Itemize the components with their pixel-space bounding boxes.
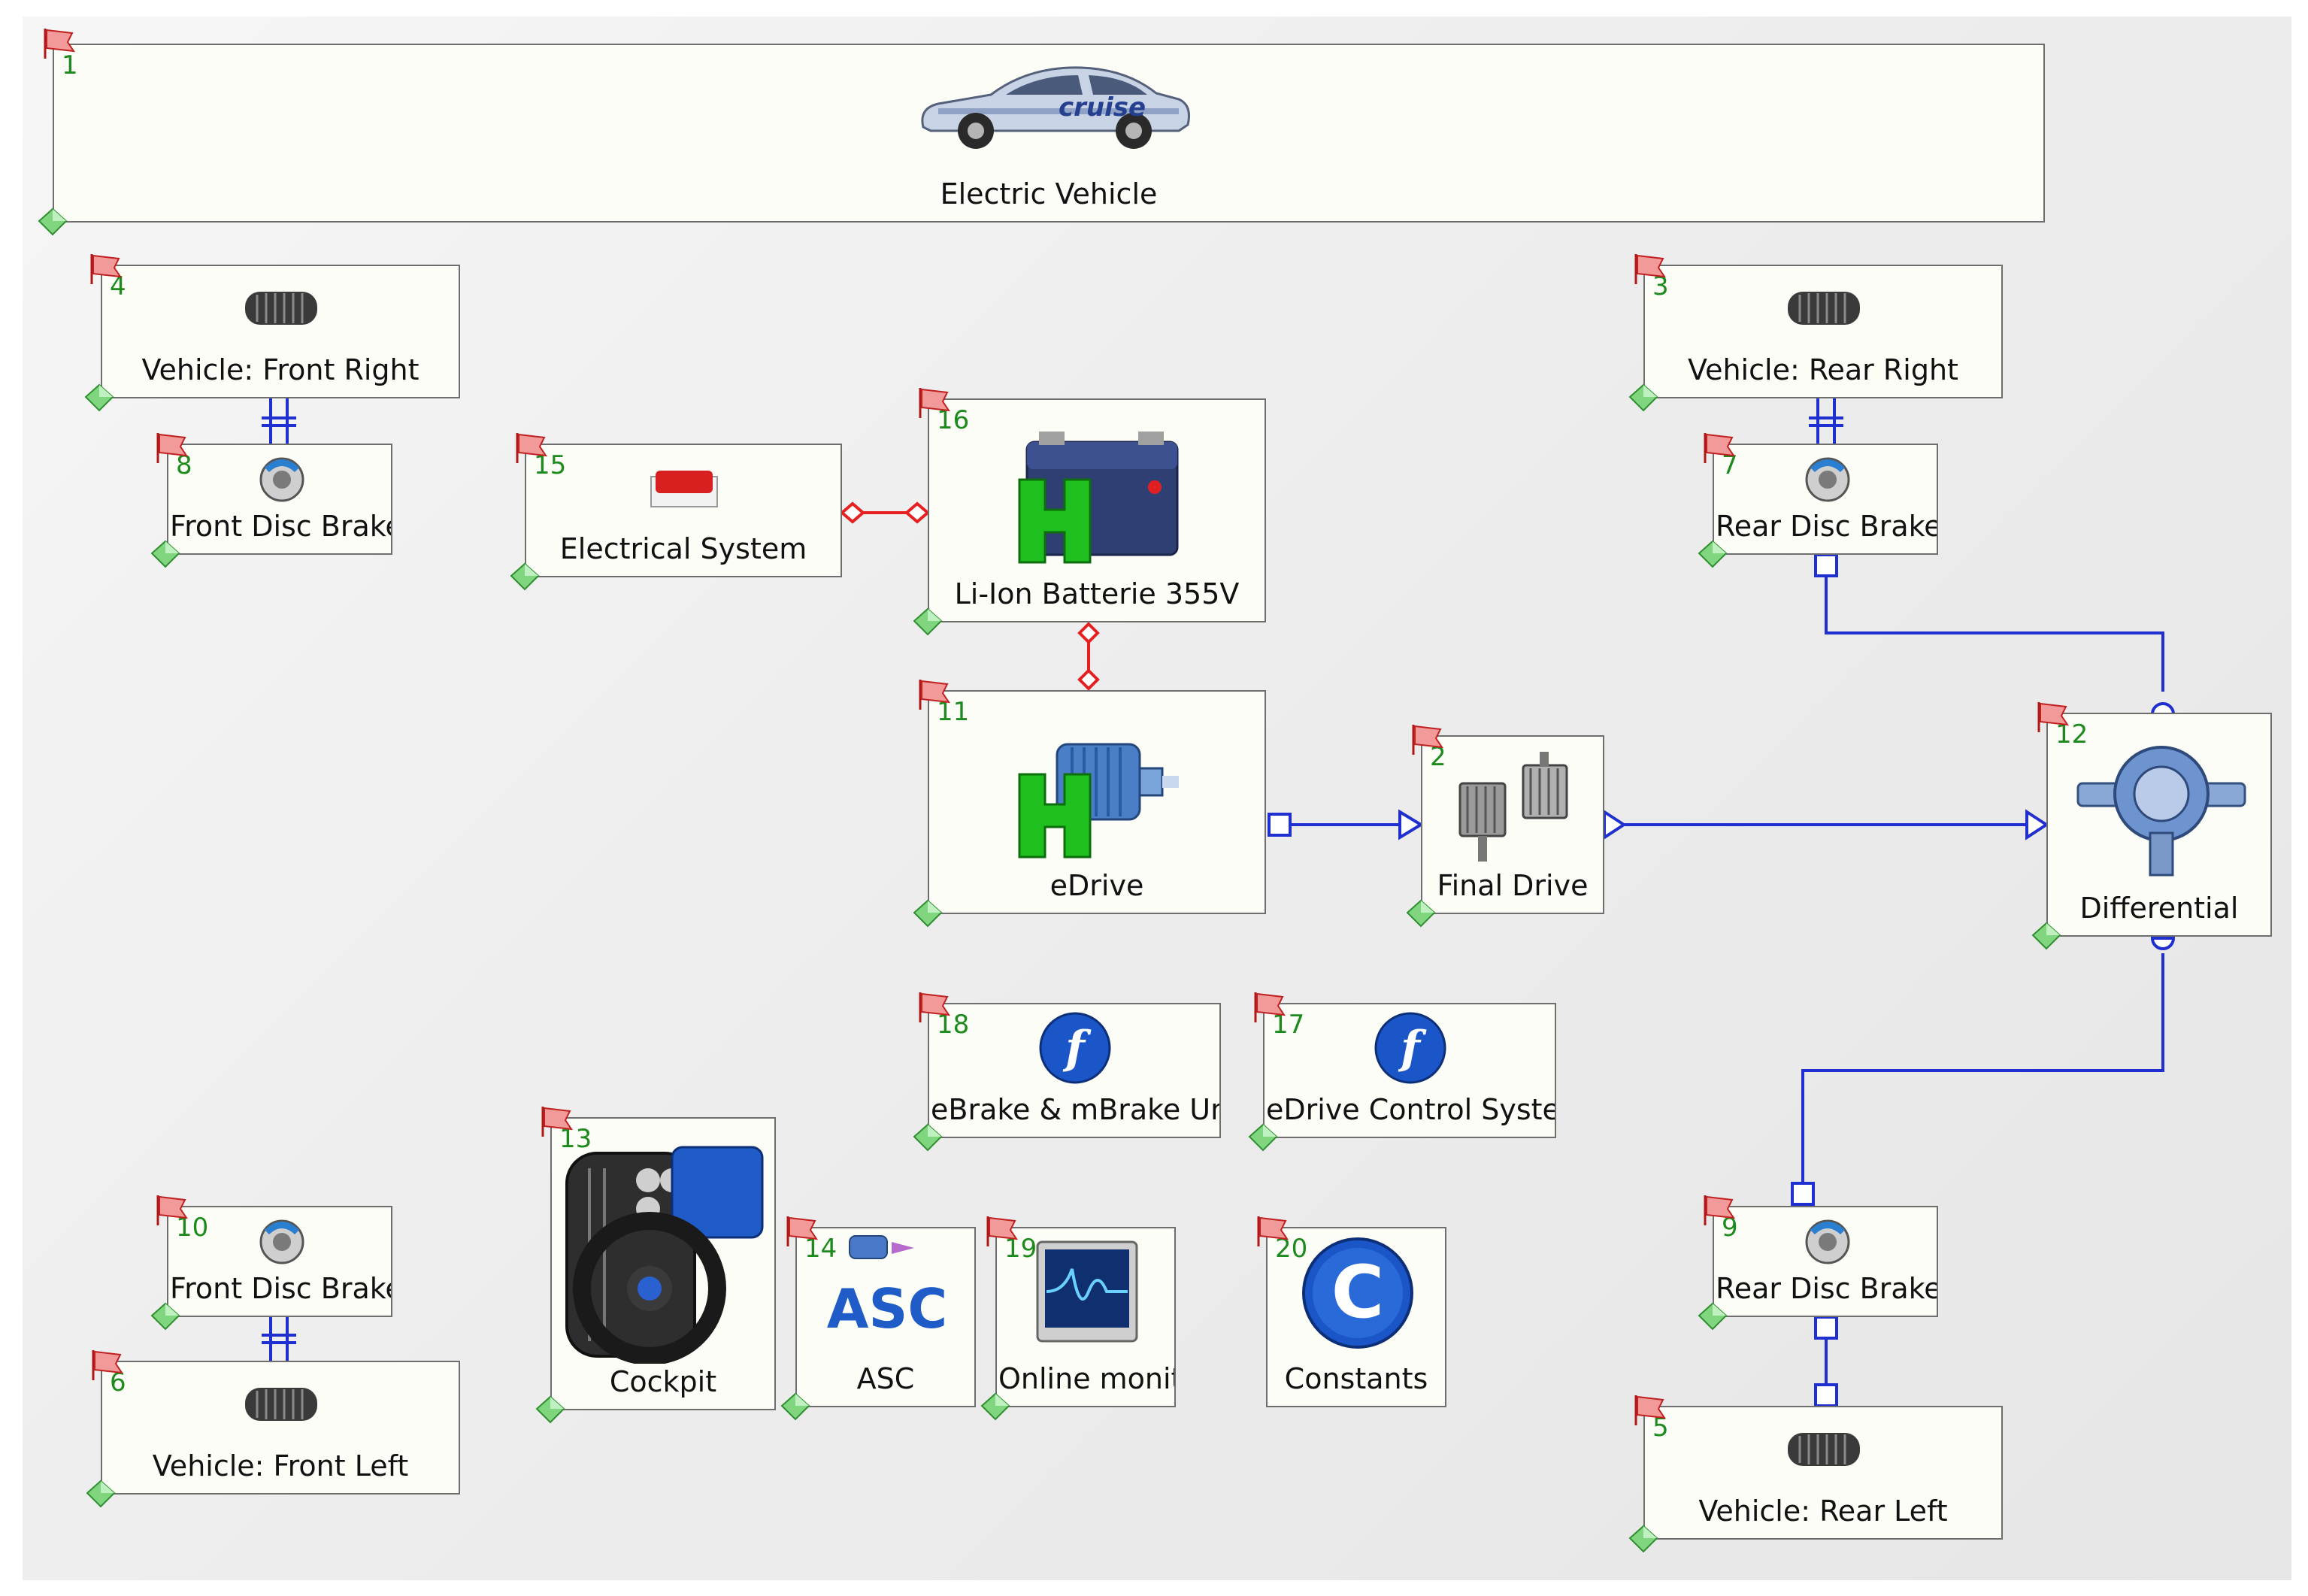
- block-li-ion-battery[interactable]: 16 Li-Ion Batterie 355V: [928, 398, 1266, 622]
- block-label: Front Disc Brake: [170, 1272, 391, 1305]
- tire-icon: [1788, 292, 1860, 325]
- block-vehicle-rear-left[interactable]: 5 Vehicle: Rear Left: [1643, 1406, 2003, 1540]
- block-number: 2: [1430, 742, 1446, 772]
- car-icon: cruise: [921, 66, 1190, 149]
- block-number: 19: [1004, 1234, 1037, 1264]
- disc-brake-icon: [259, 1219, 304, 1264]
- block-number: 17: [1272, 1010, 1305, 1040]
- block-label: Cockpit: [609, 1365, 717, 1398]
- block-label: ASC: [856, 1362, 915, 1395]
- block-label: eDrive Control Systen: [1266, 1093, 1555, 1126]
- block-asc[interactable]: 14 ASC ASC: [795, 1227, 976, 1407]
- differential-icon: [2076, 746, 2246, 877]
- block-front-disc-brake-10[interactable]: 10 Front Disc Brake: [167, 1206, 392, 1317]
- disc-brake-icon: [259, 457, 304, 502]
- tire-icon: [245, 1388, 317, 1421]
- block-vehicle-rear-right[interactable]: 3 Vehicle: Rear Right: [1643, 265, 2003, 398]
- monitor-icon: [1036, 1240, 1138, 1343]
- function-icon: f: [1039, 1012, 1111, 1084]
- disc-brake-icon: [1805, 457, 1850, 502]
- block-electrical-system[interactable]: 15 Electrical System: [525, 444, 842, 577]
- block-label: Vehicle: Front Left: [152, 1449, 409, 1482]
- asc-icon: ASC: [827, 1235, 947, 1340]
- block-final-drive[interactable]: 2 Final Drive: [1421, 735, 1604, 914]
- flag-icons: [44, 27, 2069, 1427]
- electric-motor-icon: [1018, 743, 1179, 859]
- block-label: Vehicle: Rear Right: [1688, 353, 1958, 386]
- block-number: 20: [1275, 1234, 1308, 1264]
- block-label: Vehicle: Front Right: [141, 353, 419, 386]
- block-number: 14: [804, 1234, 837, 1264]
- block-rear-disc-brake-7[interactable]: 7 Rear Disc Brake: [1713, 444, 1938, 555]
- block-number: 8: [176, 450, 192, 480]
- block-number: 12: [2055, 719, 2088, 750]
- tire-icon: [1788, 1433, 1860, 1466]
- block-online-monitor[interactable]: 19 Online monito: [995, 1227, 1176, 1407]
- block-label: Differential: [2079, 892, 2239, 925]
- battery-icon: [1018, 432, 1179, 564]
- gear-icon: [1458, 752, 1568, 862]
- block-differential[interactable]: 12 Differential: [2046, 713, 2272, 937]
- constants-icon: C: [1302, 1237, 1413, 1349]
- block-edrive-control-system[interactable]: 17 f eDrive Control Systen: [1263, 1003, 1556, 1138]
- block-label: Vehicle: Rear Left: [1698, 1495, 1948, 1528]
- block-number: 6: [110, 1367, 126, 1398]
- block-number: 3: [1652, 271, 1669, 301]
- block-label: Li-Ion Batterie 355V: [954, 577, 1240, 610]
- block-number: 13: [559, 1124, 592, 1154]
- block-label: eBrake & mBrake Unit: [931, 1093, 1219, 1126]
- disc-brake-icon: [1805, 1219, 1850, 1264]
- block-label: Final Drive: [1437, 869, 1589, 902]
- block-electric-vehicle[interactable]: 1 cruise Electric Vehicle: [53, 44, 2045, 223]
- block-edrive[interactable]: 11 eDrive: [928, 690, 1266, 914]
- block-label: eDrive: [1050, 869, 1144, 902]
- block-front-disc-brake-8[interactable]: 8 Front Disc Brake: [167, 444, 392, 555]
- block-number: 11: [937, 697, 970, 727]
- block-cockpit[interactable]: 13 Cockpit: [550, 1117, 776, 1410]
- block-label: Electric Vehicle: [940, 177, 1158, 210]
- block-number: 16: [937, 405, 970, 435]
- block-vehicle-front-left[interactable]: 6 Vehicle: Front Left: [101, 1361, 460, 1495]
- function-icon: f: [1374, 1012, 1446, 1084]
- block-label: Front Disc Brake: [170, 510, 391, 543]
- block-number: 7: [1722, 450, 1738, 480]
- svg-text:ASC: ASC: [827, 1277, 947, 1340]
- svg-text:C: C: [1331, 1250, 1384, 1334]
- block-number: 5: [1652, 1413, 1669, 1443]
- tire-icon: [245, 292, 317, 325]
- block-rear-disc-brake-9[interactable]: 9 Rear Disc Brake: [1713, 1206, 1938, 1317]
- steering-wheel-icon: [565, 1146, 764, 1364]
- block-vehicle-front-right[interactable]: 4 Vehicle: Front Right: [101, 265, 460, 398]
- block-label: Rear Disc Brake: [1716, 1272, 1937, 1305]
- block-number: 1: [62, 50, 78, 80]
- gem-icons: [38, 208, 2061, 1552]
- block-ebrake-mbrake-unit[interactable]: 18 f eBrake & mBrake Unit: [928, 1003, 1221, 1138]
- block-label: Online monito: [998, 1362, 1174, 1395]
- block-label: Electrical System: [559, 532, 807, 565]
- block-constants[interactable]: 20 C Constants: [1266, 1227, 1446, 1407]
- block-number: 10: [176, 1213, 209, 1243]
- block-number: 4: [110, 271, 126, 301]
- block-label: Constants: [1284, 1362, 1428, 1395]
- block-number: 15: [534, 450, 567, 480]
- car-logo-text: cruise: [1059, 92, 1146, 123]
- electrical-consumer-icon: [650, 471, 718, 507]
- block-number: 9: [1722, 1213, 1738, 1243]
- block-number: 18: [937, 1010, 970, 1040]
- block-label: Rear Disc Brake: [1716, 510, 1937, 543]
